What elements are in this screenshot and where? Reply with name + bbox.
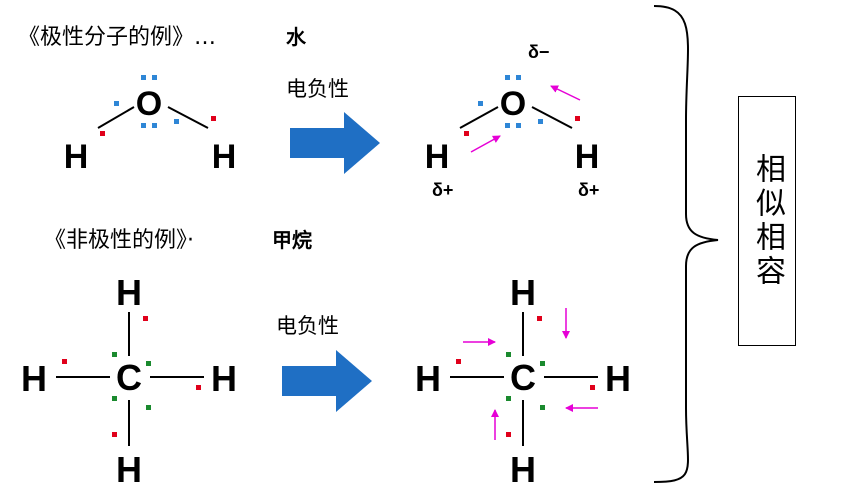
reaction-arrow: [282, 350, 372, 412]
reaction-arrow: [290, 112, 380, 174]
electron-dot: [211, 116, 216, 121]
electron-dot: [537, 316, 542, 321]
nonpolar-molecule-name: 甲烷: [272, 228, 312, 252]
methane-molecule-right: C H H H H: [415, 272, 631, 490]
curly-brace: [653, 5, 719, 483]
hydrogen-atom: H: [510, 272, 536, 313]
bond-line: [531, 106, 573, 129]
electron-dot: [516, 123, 521, 128]
electron-dot: [506, 396, 511, 401]
delta-plus-label: δ+: [432, 180, 453, 200]
hydrogen-atom: H: [21, 358, 47, 399]
oxygen-atom: O: [136, 85, 162, 123]
electron-dot: [575, 116, 580, 121]
electron-dot: [478, 101, 483, 106]
delta-minus-label: δ−: [528, 42, 549, 62]
nonpolar-heading: 《非极性的例》·: [44, 228, 194, 253]
electron-dot: [505, 123, 510, 128]
hydrogen-atom: H: [510, 449, 536, 490]
hydrogen-atom: H: [116, 272, 142, 313]
electron-shift-arrow: [470, 135, 501, 153]
polar-heading: 《极性分子的例》…: [18, 25, 216, 50]
electron-dot: [112, 396, 117, 401]
electron-dot: [146, 405, 151, 410]
electron-dot: [112, 432, 117, 437]
methane-molecule-left: C H H H H: [21, 272, 237, 490]
hydrogen-atom: H: [575, 138, 600, 176]
arrow-label-electronegativity: 电负性: [276, 314, 339, 338]
hydrogen-atom: H: [415, 358, 441, 399]
electron-dot: [100, 131, 105, 136]
electron-dot: [540, 405, 545, 410]
electron-dot: [516, 75, 521, 80]
hydrogen-atom: H: [605, 358, 631, 399]
delta-plus-label: δ+: [578, 180, 599, 200]
electron-dot: [146, 361, 151, 366]
arrow-label-electronegativity: 电负性: [286, 77, 349, 101]
electron-dot: [152, 123, 157, 128]
electron-dot: [540, 361, 545, 366]
hydrogen-atom: H: [425, 138, 450, 176]
electron-dot: [538, 119, 543, 124]
electron-dot: [505, 75, 510, 80]
electron-dot: [114, 101, 119, 106]
conclusion-text: 相似相容: [750, 153, 785, 289]
carbon-atom: C: [116, 357, 142, 398]
polar-molecule-name: 水: [286, 25, 307, 49]
bond-line: [97, 106, 135, 129]
bond-line: [459, 106, 499, 129]
electron-dot: [62, 359, 67, 364]
water-molecule-right: δ− O H H δ+ δ+: [425, 42, 600, 200]
electron-dot: [141, 123, 146, 128]
electron-dot: [143, 316, 148, 321]
electron-dot: [152, 75, 157, 80]
electron-dot: [506, 352, 511, 357]
electron-dot: [590, 385, 595, 390]
hydrogen-atom: H: [116, 449, 142, 490]
electron-dot: [196, 385, 201, 390]
hydrogen-atom: H: [212, 138, 237, 176]
electron-dot: [456, 359, 461, 364]
electron-shift-arrow: [550, 85, 581, 101]
conclusion-box: 相似相容: [738, 96, 796, 346]
electron-dot: [141, 75, 146, 80]
electron-dot: [174, 119, 179, 124]
oxygen-atom: O: [500, 85, 526, 123]
electron-dot: [506, 432, 511, 437]
water-molecule-left: O H H: [64, 75, 237, 176]
carbon-atom: C: [510, 357, 536, 398]
electron-dot: [464, 131, 469, 136]
bond-line: [167, 106, 209, 129]
electron-dot: [112, 352, 117, 357]
hydrogen-atom: H: [64, 138, 89, 176]
hydrogen-atom: H: [211, 358, 237, 399]
